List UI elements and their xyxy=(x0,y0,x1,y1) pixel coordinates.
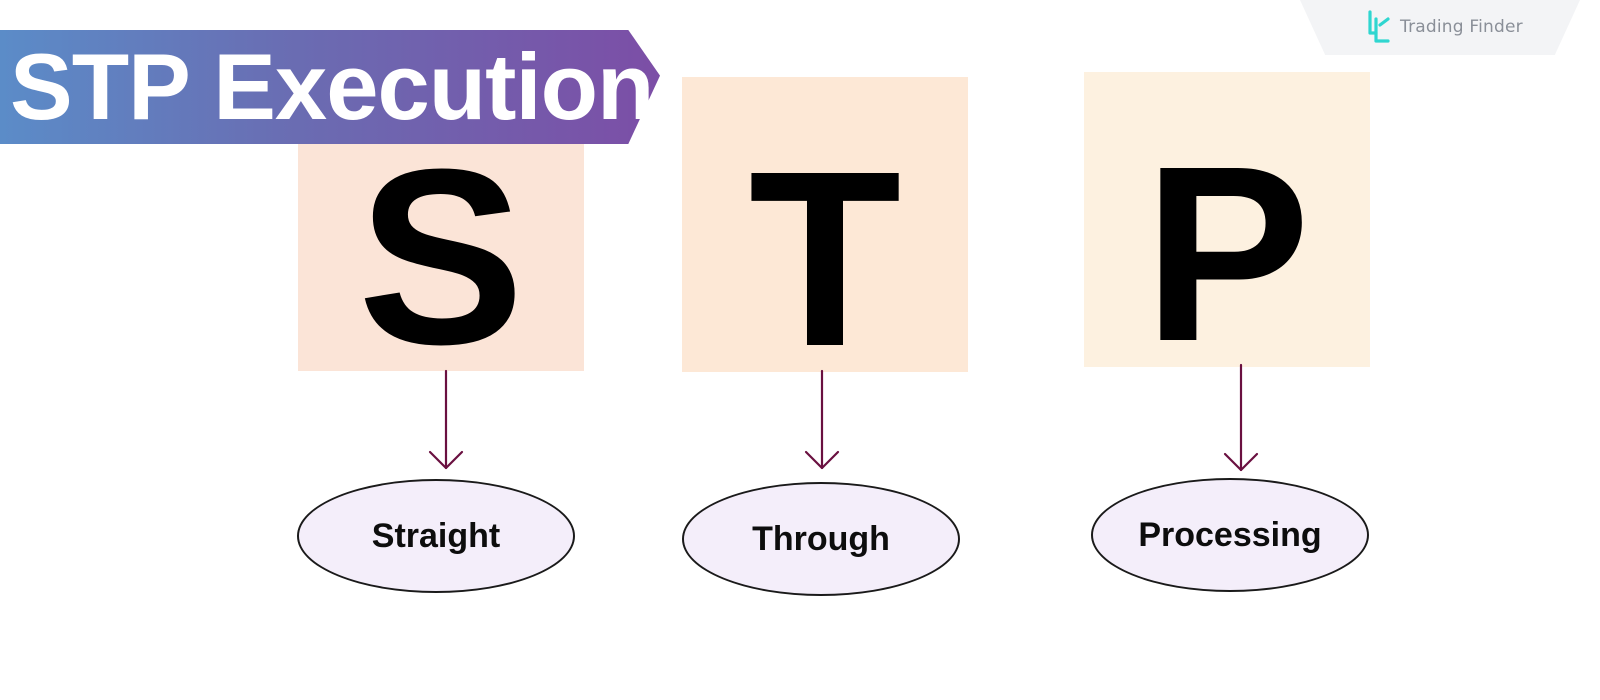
term-label-processing: Processing xyxy=(1138,515,1322,554)
letter-t: T xyxy=(748,119,902,398)
page-title: STP Execution xyxy=(10,34,654,139)
brand-name: Trading Finder xyxy=(1400,17,1523,37)
brand-tab xyxy=(1300,0,1580,55)
term-ellipse-processing: Processing xyxy=(1091,478,1369,592)
term-ellipse-through: Through xyxy=(682,482,960,596)
title-banner xyxy=(0,30,660,144)
letter-p: P xyxy=(1143,114,1311,393)
letter-box-p: P xyxy=(1084,72,1370,379)
brand-logo-group: Trading Finder xyxy=(1366,8,1523,46)
letter-box-t: T xyxy=(682,77,968,384)
letter-s: S xyxy=(357,117,525,396)
trading-finder-logo-icon xyxy=(1368,10,1390,43)
term-label-through: Through xyxy=(752,519,890,558)
term-ellipse-straight: Straight xyxy=(297,479,575,593)
term-label-straight: Straight xyxy=(371,516,501,555)
